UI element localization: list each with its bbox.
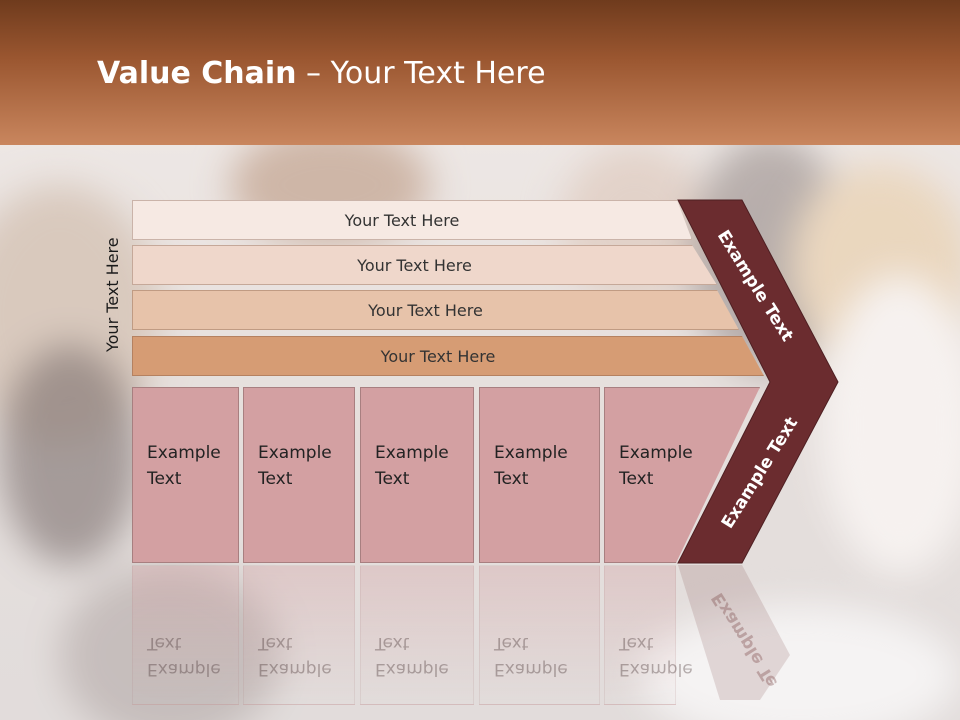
column-2-reflection: Example Text [243,565,355,705]
column-3-line2: Text [375,469,410,489]
column-1-line2: Text [147,469,182,489]
title-bar: Value Chain – Your Text Here [0,0,960,145]
column-2-line1: Example [258,443,332,463]
column-2-reflection-line1: Example [258,659,332,679]
support-row-3[interactable]: Your Text Here [132,290,739,330]
column-4-line1: Example [494,443,568,463]
column-2-reflection-line2: Text [258,633,293,653]
column-2-line2: Text [258,469,293,489]
column-5-line1: Example [619,443,693,463]
column-4-line2: Text [494,469,529,489]
column-1-line1: Example [147,443,221,463]
column-5-reflection-line1: Example [619,659,693,679]
column-1-reflection-line2: Text [147,633,182,653]
photo-chair [60,565,280,720]
slide-title-bold: Value Chain [97,56,297,91]
column-1-reflection: Example Text [132,565,239,705]
support-row-3-label: Your Text Here [368,300,483,320]
support-row-1-label: Your Text Here [344,210,460,230]
column-5-line2: Text [619,469,654,489]
vertical-label: Your Text Here [103,237,122,352]
photo-dark-clothing [0,345,140,565]
slide-title-rest: – Your Text Here [296,56,546,91]
support-row-4-label: Your Text Here [380,346,496,366]
column-5-reflection-line2: Text [619,633,654,653]
column-4-reflection-line1: Example [494,659,568,679]
support-row-4[interactable]: Your Text Here [132,336,764,376]
column-3-reflection-line2: Text [375,633,410,653]
column-3-reflection-line1: Example [375,659,449,679]
support-row-1[interactable]: Your Text Here [132,200,692,240]
column-4-reflection-line2: Text [494,633,529,653]
column-5-reflection: Example Text [604,565,693,705]
column-4-reflection: Example Text [479,565,600,705]
column-3-reflection: Example Text [360,565,474,705]
photo-laptop [640,605,960,720]
column-1-reflection-line1: Example [147,659,221,679]
support-row-2-label: Your Text Here [357,255,472,275]
column-3-line1: Example [375,443,449,463]
support-row-2[interactable]: Your Text Here [132,245,717,285]
photo-white-shirt [820,275,960,575]
slide-title: Value Chain – Your Text Here [97,56,546,91]
